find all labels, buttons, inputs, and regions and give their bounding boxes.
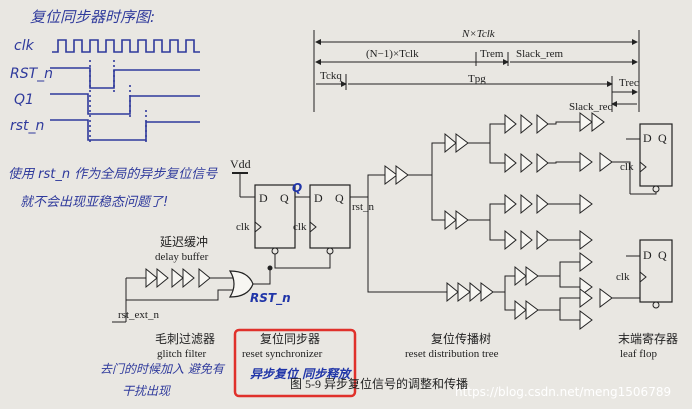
label-tckq: Tckq xyxy=(320,70,342,82)
highlight-box xyxy=(233,328,357,398)
or-gate xyxy=(228,270,254,298)
svg-text:D: D xyxy=(259,191,268,205)
handwritten-glitch-note-1: 去门的时候加入 避免有 xyxy=(100,362,226,376)
delay-buffers xyxy=(145,267,211,289)
label-trem: Trem xyxy=(480,48,504,60)
reset-wiring xyxy=(253,254,331,285)
figure-caption: 图 5-9 异步复位信号的调整和传播 xyxy=(290,376,468,391)
leaf-flop-zh: 末端寄存器 xyxy=(618,331,678,346)
distribution-tree-zh: 复位传播树 xyxy=(431,331,491,346)
svg-text:Q: Q xyxy=(335,191,344,205)
distribution-tree-wires xyxy=(350,121,640,321)
svg-text:Q: Q xyxy=(280,191,289,205)
glitch-filter-wires xyxy=(125,277,233,301)
note-line-2: 就不会出现亚稳态问题了! xyxy=(20,195,168,210)
label-slack-rec: Slack_rec xyxy=(569,101,612,113)
q1-signal-label: Q1 xyxy=(14,92,34,108)
q-handwritten-label: Q xyxy=(292,181,302,195)
vdd-label: Vdd xyxy=(230,157,251,171)
svg-text:Q: Q xyxy=(658,248,667,262)
rst-n-handwritten: RST_n xyxy=(250,291,291,306)
delay-buffer-zh: 延迟缓冲 xyxy=(160,234,208,249)
svg-text:clk: clk xyxy=(236,221,250,233)
label-trec: Trec xyxy=(619,77,639,89)
buffer-chain xyxy=(384,112,613,330)
rst-n-out-signal-label: rst_n xyxy=(10,118,44,134)
svg-text:Q: Q xyxy=(658,131,667,145)
label-slack-rem: Slack_rem xyxy=(516,48,563,60)
distribution-tree-en: reset distribution tree xyxy=(405,348,499,360)
reset-sync-en: reset synchronizer xyxy=(242,348,323,360)
handwritten-async-note: 异步复位 同步释放 xyxy=(250,367,352,381)
rst-ext-n-label: rst_ext_n xyxy=(118,309,159,321)
svg-text:D: D xyxy=(314,191,323,205)
handwritten-glitch-note-2: 干扰出现 xyxy=(122,384,171,398)
rst-n-signal-label: RST_n xyxy=(10,66,53,82)
delay-buffer-en: delay buffer xyxy=(155,251,209,263)
note-line-1: 使用 rst_n 作为全局的异步复位信号 xyxy=(8,166,218,182)
sync-flop-1: D Q clk xyxy=(236,184,296,255)
timing-waveforms xyxy=(50,39,200,145)
label-n1-tclk: (N−1)×Tclk xyxy=(366,48,419,60)
label-tpg: Tpg xyxy=(468,73,486,85)
svg-text:clk: clk xyxy=(620,161,634,173)
svg-text:D: D xyxy=(643,131,652,145)
leaf-flop-bottom: D Q clk xyxy=(616,239,673,309)
leaf-flop-top: D Q clk xyxy=(620,123,673,195)
clk-signal-label: clk xyxy=(14,38,35,54)
svg-text:clk: clk xyxy=(293,221,307,233)
svg-text:D: D xyxy=(643,248,652,262)
reset-sync-zh: 复位同步器 xyxy=(260,331,320,346)
timing-budget-bracket xyxy=(313,30,640,112)
svg-text:clk: clk xyxy=(616,271,630,283)
leaf-flop-en: leaf flop xyxy=(620,348,657,360)
sync-flop-2: D Q clk xyxy=(293,184,351,255)
label-n-tclk: N×Tclk xyxy=(461,28,496,40)
watermark: https://blog.csdn.net/meng1506789 xyxy=(455,385,671,399)
timing-title: 复位同步器时序图: xyxy=(30,8,155,26)
glitch-filter-en: glitch filter xyxy=(157,348,207,360)
glitch-filter-zh: 毛刺过滤器 xyxy=(155,332,215,346)
rst-n-net-label: rst_n xyxy=(352,201,375,213)
